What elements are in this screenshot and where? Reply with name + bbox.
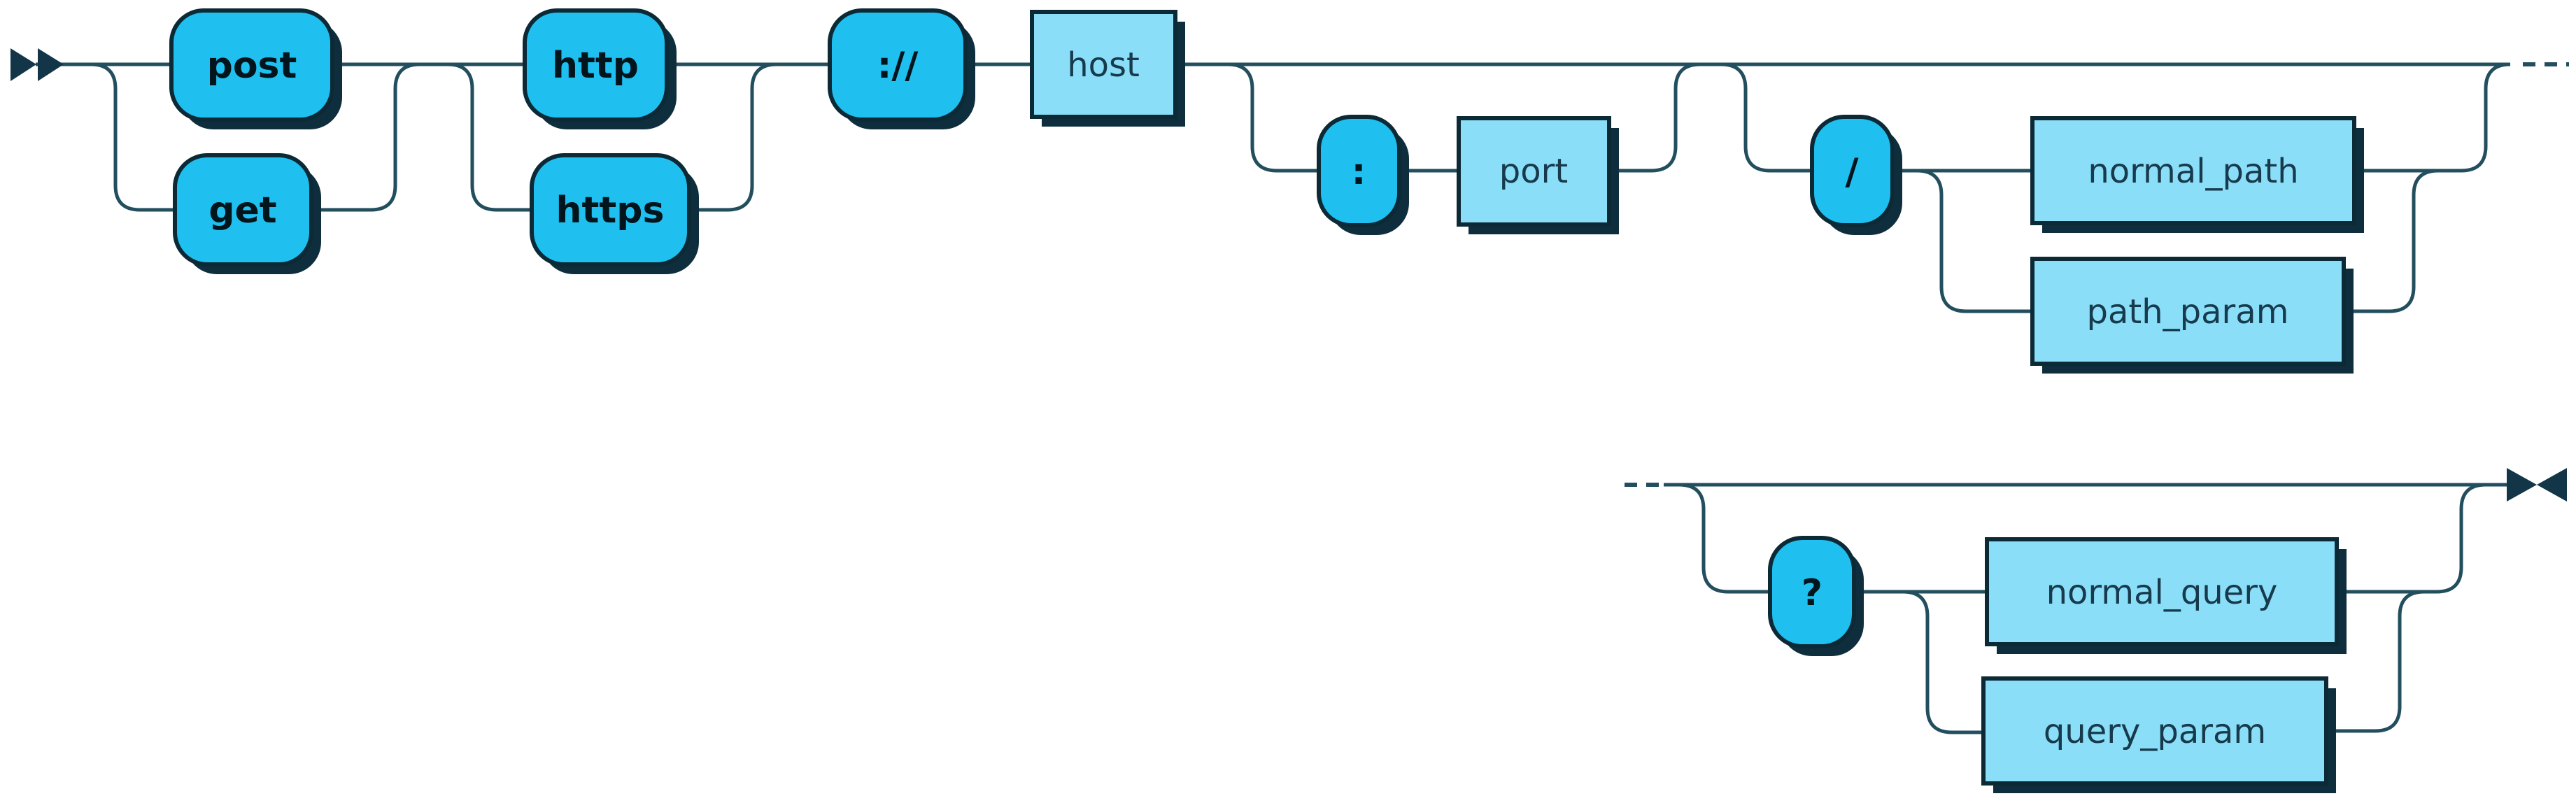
diagram-start-icon bbox=[10, 48, 64, 81]
rail-split-port bbox=[1227, 62, 1319, 173]
rails-row1 bbox=[36, 62, 2569, 313]
terminal-scheme-separator: :// bbox=[828, 8, 975, 129]
rail-split-get bbox=[90, 62, 175, 212]
diagram-end-icon bbox=[2507, 468, 2567, 502]
nonterminal-normal-path-label: normal_path bbox=[2088, 152, 2298, 191]
terminal-colon-label: : bbox=[1352, 151, 1366, 193]
terminal-slash-label: / bbox=[1846, 151, 1859, 193]
terminal-colon: : bbox=[1317, 115, 1409, 235]
terminal-http-label: http bbox=[552, 45, 639, 87]
terminal-get: get bbox=[173, 153, 321, 274]
rail-merge-port bbox=[1609, 62, 1701, 173]
nonterminal-normal-query-label: normal_query bbox=[2046, 573, 2278, 612]
nonterminal-normal-query: normal_query bbox=[1985, 537, 2347, 654]
nonterminal-normal-path: normal_path bbox=[2030, 116, 2364, 233]
terminal-https: https bbox=[530, 153, 699, 274]
rail-merge-https bbox=[689, 62, 777, 212]
nonterminal-query-param-label: query_param bbox=[2044, 712, 2266, 751]
rail-merge-path bbox=[2354, 62, 2511, 173]
terminal-post-label: post bbox=[207, 45, 297, 87]
rail-split-https bbox=[447, 62, 532, 212]
nonterminal-host-label: host bbox=[1067, 45, 1140, 85]
terminal-post: post bbox=[169, 8, 342, 129]
rail-merge-get bbox=[311, 62, 420, 212]
nonterminal-port-label: port bbox=[1499, 152, 1568, 191]
terminal-https-label: https bbox=[556, 190, 665, 232]
terminal-question: ? bbox=[1768, 536, 1864, 656]
nonterminal-port: port bbox=[1457, 116, 1619, 234]
rail-split-path bbox=[1720, 62, 1812, 173]
rail-merge-query bbox=[2337, 483, 2486, 594]
rail-merge-query-param bbox=[2326, 590, 2425, 733]
rails-row2 bbox=[1625, 483, 2507, 734]
terminal-slash: / bbox=[1810, 115, 1902, 235]
terminal-question-label: ? bbox=[1802, 572, 1823, 614]
nonterminal-host: host bbox=[1030, 10, 1185, 127]
terminal-get-label: get bbox=[208, 190, 276, 232]
rail-split-query bbox=[1678, 483, 1770, 594]
nonterminal-path-param-label: path_param bbox=[2087, 292, 2289, 332]
rail-merge-path-param bbox=[2344, 169, 2439, 313]
nonterminal-path-param: path_param bbox=[2030, 257, 2354, 374]
terminal-http: http bbox=[523, 8, 677, 129]
nonterminal-query-param: query_param bbox=[1981, 676, 2336, 793]
rail-split-query-param bbox=[1902, 590, 1983, 734]
rail-split-path-param bbox=[1916, 169, 2032, 313]
terminal-scheme-separator-label: :// bbox=[877, 45, 919, 87]
